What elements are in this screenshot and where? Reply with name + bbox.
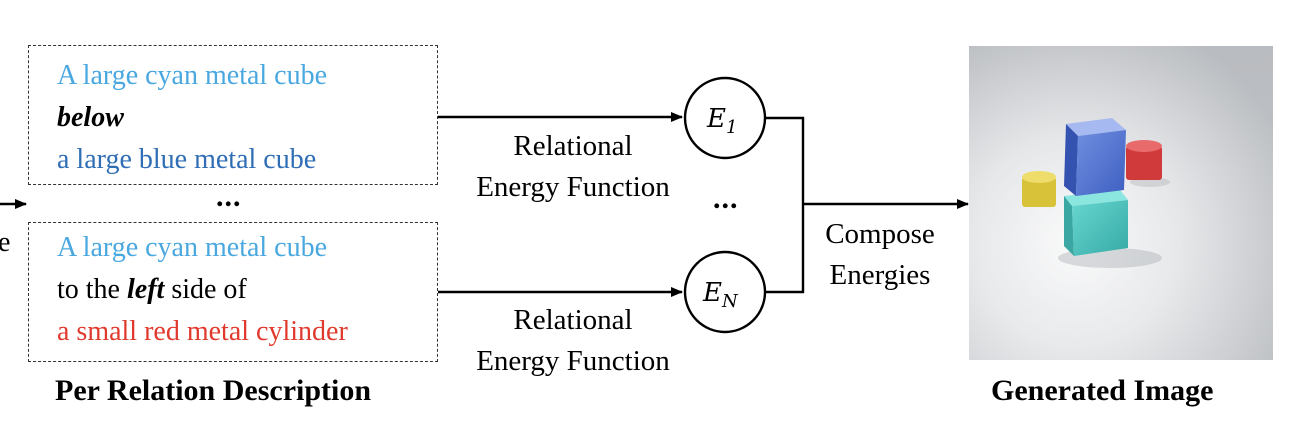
generated-image [969,46,1273,360]
generated-image-caption: Generated Image [991,374,1214,407]
relation-box-1: A large cyan metal cube below a large bl… [28,45,438,185]
cyan-cube-icon [1064,190,1128,256]
relation-2-line-2-part-1: to the [57,274,127,305]
relation-2-line-1-part-1: A large cyan metal cube [57,232,328,263]
blue-cube-icon [1064,118,1126,196]
compose-bracket-bottom [765,204,805,294]
energy-function-label-1-line-2: Energy Function [476,171,670,203]
compose-label-line-2: Energies [829,259,931,291]
relation-1-line-2-part-1: below [57,102,124,133]
relation-box-2: A large cyan metal cube to the left side… [28,222,438,362]
energy-function-label-1: Relational Energy Function [455,126,691,208]
energy-function-label-2: Relational Energy Function [455,300,691,382]
compose-bracket-top [765,116,805,204]
relation-2-line-3: a small red metal cylinder [57,315,348,349]
relation-2-line-2-part-3: side of [164,274,247,305]
compose-label-line-1: Compose [825,218,935,250]
relation-1-line-3: a large blue metal cube [57,143,316,177]
relation-1-line-1: A large cyan metal cube [57,59,327,93]
relation-1-line-3-part-1: a large blue metal cube [57,144,317,175]
relation-2-line-2-part-2: left [127,274,165,305]
yellow-cylinder-icon [1022,171,1056,207]
relation-2-line-1: A large cyan metal cube [57,231,327,265]
relation-2-line-2: to the left side of [57,273,247,307]
red-cylinder-icon [1126,140,1162,180]
relation-1-line-1-part-1: A large cyan metal cube [57,60,328,91]
energy-function-label-2-line-1: Relational [513,304,633,336]
energy-function-label-2-line-2: Energy Function [476,345,670,377]
relation-2-line-3-part-1: a small red metal cylinder [57,316,348,347]
per-relation-caption: Per Relation Description [55,374,372,407]
energy-function-label-1-line-1: Relational [513,130,633,162]
relation-1-line-2: below [57,101,124,135]
relations-ellipsis: ... [216,180,242,213]
energy-ellipsis: ... [713,182,739,215]
energy-node-en-label: EN [702,278,739,312]
compose-energies-label: Compose Energies [810,214,950,296]
input-label-fragment: e [0,227,11,258]
energy-node-e1-label: E1 [706,104,737,138]
